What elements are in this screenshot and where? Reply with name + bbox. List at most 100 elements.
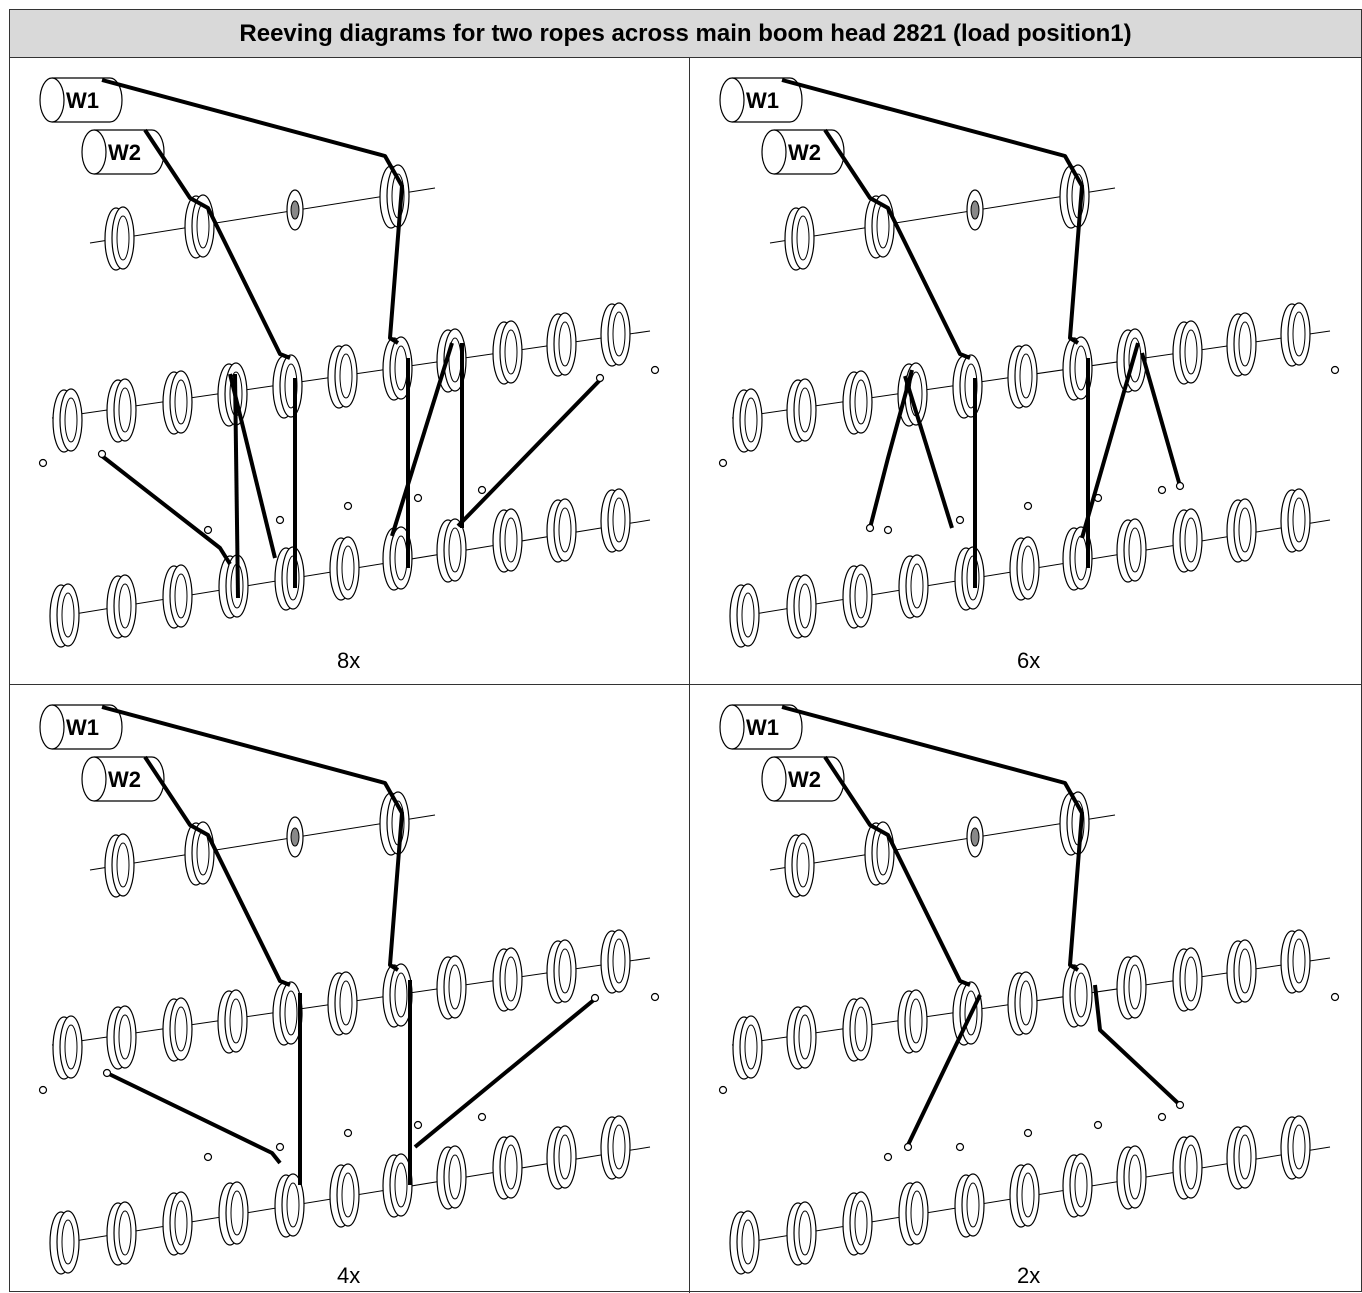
winch-drum: W1 [39, 77, 123, 123]
rope-line [823, 128, 971, 360]
anchor-pin [1175, 481, 1185, 491]
anchor-pin [955, 515, 965, 525]
sheave [1172, 947, 1203, 1012]
winch-drum: W1 [719, 704, 803, 750]
drum-label: W2 [788, 767, 821, 792]
sheave [382, 526, 413, 591]
sheave [104, 833, 135, 898]
sheave [546, 1125, 577, 1190]
sheave [379, 791, 410, 856]
sheave [272, 354, 303, 419]
anchor-pin [38, 458, 48, 468]
sheave [1172, 508, 1203, 573]
sheave [784, 833, 815, 898]
sheave [218, 554, 249, 619]
anchor-pin [413, 1120, 423, 1130]
sheave [1172, 1135, 1203, 1200]
rope-line [106, 1071, 282, 1165]
sheave [492, 1135, 523, 1200]
sheave [600, 929, 631, 994]
rope-line [1093, 984, 1182, 1107]
sheave [897, 989, 928, 1054]
sheave [1009, 1163, 1040, 1228]
sheave [217, 362, 248, 427]
panel-caption: 4x [337, 1263, 361, 1288]
sheave [1226, 498, 1257, 563]
anchor-pin [275, 515, 285, 525]
sheave [106, 574, 137, 639]
anchor-pin [1093, 1120, 1103, 1130]
sheave [49, 1210, 80, 1275]
sheave [786, 1005, 817, 1070]
rope-line [233, 373, 240, 599]
anchor-pin [1023, 1128, 1033, 1138]
rope-line [100, 454, 232, 566]
sheave [1280, 929, 1311, 994]
row-divider [10, 684, 1361, 685]
sheave [329, 536, 360, 601]
sheave [106, 1201, 137, 1266]
sheave [1116, 518, 1147, 583]
sheave [546, 939, 577, 1004]
sheave [52, 388, 83, 453]
sheave [218, 1181, 249, 1246]
anchor-pin [883, 1152, 893, 1162]
sheave [274, 1173, 305, 1238]
diagram-table: Reeving diagrams for two ropes across ma… [9, 9, 1362, 1293]
anchor-pin [477, 1112, 487, 1122]
anchor-pin [1175, 1100, 1185, 1110]
sheave [162, 997, 193, 1062]
winch-drum: W2 [81, 756, 165, 802]
sheave [272, 981, 303, 1046]
column-divider [689, 58, 690, 1293]
axle-line [89, 814, 436, 871]
sheave [274, 546, 305, 611]
panel-caption: 8x [337, 648, 361, 673]
sheave [729, 1210, 760, 1275]
sheave [786, 1201, 817, 1266]
anchor-pin [883, 525, 893, 535]
rope-line [906, 994, 982, 1146]
sheave [1062, 336, 1093, 401]
sheave [898, 554, 929, 619]
anchor-pin [903, 1142, 913, 1152]
winch-drum: W1 [719, 77, 803, 123]
sheave [1116, 1145, 1147, 1210]
sheave [1172, 320, 1203, 385]
sheave [842, 1191, 873, 1256]
sheave [106, 1005, 137, 1070]
sheave [382, 336, 413, 401]
winch-drum: W2 [81, 129, 165, 175]
sheave [492, 947, 523, 1012]
sheave [842, 370, 873, 435]
sheave [546, 498, 577, 563]
sheave [784, 206, 815, 271]
anchor-pin [102, 1068, 112, 1078]
anchor-pin [865, 523, 875, 533]
sheave [952, 354, 983, 419]
anchor-pin [1157, 1112, 1167, 1122]
anchor-pin [97, 449, 107, 459]
sheave [732, 388, 763, 453]
sheave [1226, 312, 1257, 377]
anchor-pin [1330, 992, 1340, 1002]
anchor-pin [203, 525, 213, 535]
axle-line [769, 814, 1116, 871]
anchor-pin [275, 1142, 285, 1152]
anchor-pin [595, 373, 605, 383]
sheave [492, 320, 523, 385]
anchor-pin [38, 1085, 48, 1095]
sheave [729, 583, 760, 648]
drum-label: W2 [788, 140, 821, 165]
anchor-pin [203, 1152, 213, 1162]
sheave [1226, 1125, 1257, 1190]
sheave [1009, 536, 1040, 601]
sheave [1280, 488, 1311, 553]
drum-label: W2 [108, 140, 141, 165]
sheave [327, 344, 358, 409]
anchor-pin [650, 992, 660, 1002]
sheave [162, 370, 193, 435]
